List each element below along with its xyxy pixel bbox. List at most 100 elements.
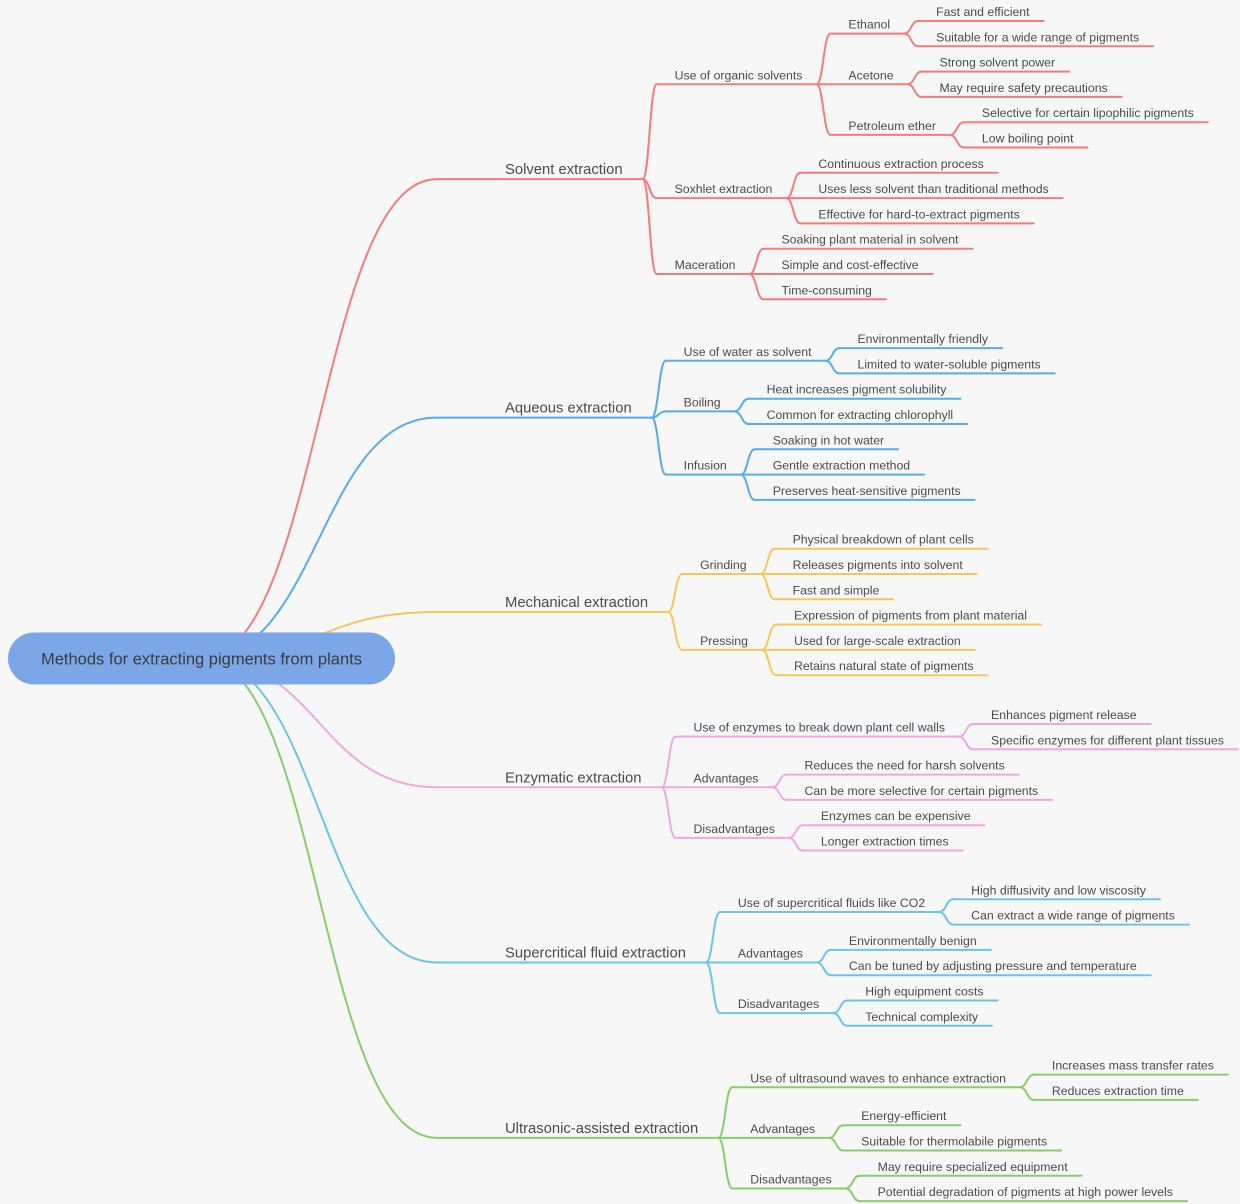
node-label[interactable]: Use of supercritical fluids like CO2 xyxy=(738,896,925,910)
branch-link xyxy=(667,573,684,613)
node-label[interactable]: Use of enzymes to break down plant cell … xyxy=(694,721,946,735)
node-label[interactable]: Can be tuned by adjusting pressure and t… xyxy=(849,959,1137,973)
node-underlines xyxy=(436,20,1239,1203)
node-label[interactable]: Supercritical fluid extraction xyxy=(505,946,686,962)
branch-link xyxy=(748,247,765,275)
node-label[interactable]: Grinding xyxy=(700,558,747,572)
node-label[interactable]: Ethanol xyxy=(848,18,890,32)
node-label[interactable]: Technical complexity xyxy=(865,1010,979,1024)
node-label[interactable]: Physical breakdown of plant cells xyxy=(793,533,974,547)
branch-link xyxy=(760,648,777,677)
node-label[interactable]: Petroleum ether xyxy=(848,119,936,133)
node-label[interactable]: Fast and simple xyxy=(793,583,880,597)
node-label[interactable]: Use of organic solvents xyxy=(675,68,803,82)
node-label[interactable]: Disadvantages xyxy=(694,822,775,836)
node-label[interactable]: Expression of pigments from plant materi… xyxy=(794,609,1027,623)
node-label[interactable]: Acetone xyxy=(848,68,893,82)
branch-link xyxy=(739,448,756,476)
node-label[interactable]: Ultrasonic-assisted extraction xyxy=(505,1121,698,1137)
node-label[interactable]: Disadvantages xyxy=(738,997,819,1011)
node-label[interactable]: May require specialized equipment xyxy=(878,1160,1069,1174)
branch-link xyxy=(785,197,802,225)
branch-link xyxy=(1018,1086,1035,1101)
node-label[interactable]: Disadvantages xyxy=(750,1172,831,1186)
node-label[interactable]: Strong solvent power xyxy=(940,56,1056,70)
node-label[interactable]: Pressing xyxy=(700,634,748,648)
branch-link xyxy=(748,273,765,301)
root-branch-link xyxy=(200,657,438,964)
node-label[interactable]: Time-consuming xyxy=(781,283,872,297)
node-label[interactable]: Advantages xyxy=(738,947,803,961)
node-label[interactable]: Selective for certain lipophilic pigment… xyxy=(982,106,1194,120)
node-label[interactable]: Advantages xyxy=(694,771,759,785)
branch-link xyxy=(759,547,776,575)
branch-link xyxy=(906,83,923,98)
branch-link xyxy=(832,999,849,1015)
branch-link xyxy=(903,32,920,48)
node-label[interactable]: Heat increases pigment solubility xyxy=(767,383,948,397)
node-label[interactable]: Preserves heat-sensitive pigments xyxy=(773,484,961,498)
node-label[interactable]: Soaking plant material in solvent xyxy=(781,233,959,247)
node-label[interactable]: Low boiling point xyxy=(982,132,1074,146)
node-label[interactable]: Environmentally benign xyxy=(849,934,977,948)
node-label[interactable]: Limited to water-soluble pigments xyxy=(857,357,1040,371)
node-label[interactable]: Continuous extraction process xyxy=(818,157,983,171)
node-label[interactable]: Boiling xyxy=(684,395,721,409)
node-label[interactable]: Specific enzymes for different plant tis… xyxy=(991,733,1224,747)
node-label[interactable]: Common for extracting chlorophyll xyxy=(767,408,954,422)
root-label: Methods for extracting pigments from pla… xyxy=(41,650,362,668)
node-label[interactable]: High equipment costs xyxy=(865,985,983,999)
node-label[interactable]: Used for large-scale extraction xyxy=(794,634,961,648)
branch-link xyxy=(641,178,658,275)
node-label[interactable]: Environmentally friendly xyxy=(857,332,988,346)
root-node[interactable] xyxy=(8,632,395,685)
node-label[interactable]: Advantages xyxy=(750,1122,815,1136)
branch-link xyxy=(760,623,777,651)
node-labels: Solvent extraction Use of organic solvent… xyxy=(505,5,1224,1199)
branch-link xyxy=(650,359,667,419)
node-label[interactable]: Longer extraction times xyxy=(821,835,949,849)
node-label[interactable]: May require safety precautions xyxy=(940,81,1108,95)
branch-link xyxy=(815,83,832,136)
branch-link xyxy=(828,1124,845,1139)
branch-link xyxy=(733,397,750,413)
node-label[interactable]: High diffusivity and low viscosity xyxy=(971,883,1147,897)
node-label[interactable]: Retains natural state of pigments xyxy=(794,659,974,673)
node-label[interactable]: Enzymes can be expensive xyxy=(821,809,971,823)
node-label[interactable]: Solvent extraction xyxy=(505,162,623,178)
node-label[interactable]: Maceration xyxy=(675,258,736,272)
node-label[interactable]: Suitable for thermolabile pigments xyxy=(861,1135,1047,1149)
node-label[interactable]: Enzymatic extraction xyxy=(505,770,642,786)
node-label[interactable]: Suitable for a wide range of pigments xyxy=(936,30,1139,44)
branch-link xyxy=(938,910,955,926)
node-label[interactable]: Releases pigments into solvent xyxy=(793,558,964,572)
branch-link xyxy=(704,961,721,1015)
node-label[interactable]: Gentle extraction method xyxy=(773,459,911,473)
root-branch-link xyxy=(200,416,438,660)
node-label[interactable]: Fast and efficient xyxy=(936,5,1030,19)
node-label[interactable]: Reduces extraction time xyxy=(1052,1084,1184,1098)
node-label[interactable]: Can extract a wide range of pigments xyxy=(971,909,1175,923)
node-label[interactable]: Uses less solvent than traditional metho… xyxy=(818,182,1048,196)
node-label[interactable]: Can be more selective for certain pigmen… xyxy=(804,784,1038,798)
node-label[interactable]: Aqueous extraction xyxy=(505,401,632,417)
node-label[interactable]: Mechanical extraction xyxy=(505,595,648,611)
node-label[interactable]: Enhances pigment release xyxy=(991,708,1137,722)
branch-link xyxy=(667,610,684,651)
branch-link xyxy=(903,20,920,35)
node-label[interactable]: Reduces the need for harsh solvents xyxy=(804,759,1004,773)
node-label[interactable]: Increases mass transfer rates xyxy=(1052,1059,1214,1073)
node-label[interactable]: Soaking in hot water xyxy=(773,433,884,447)
branch-link xyxy=(938,898,955,913)
node-label[interactable]: Effective for hard-to-extract pigments xyxy=(818,207,1019,221)
node-label[interactable]: Potential degradation of pigments at hig… xyxy=(878,1185,1173,1199)
node-label[interactable]: Use of water as solvent xyxy=(684,345,812,359)
node-label[interactable]: Soxhlet extraction xyxy=(675,182,773,196)
node-label[interactable]: Simple and cost-effective xyxy=(781,258,918,272)
branch-link xyxy=(958,735,975,751)
branch-link xyxy=(828,1136,845,1152)
branch-link xyxy=(704,910,721,964)
node-label[interactable]: Use of ultrasound waves to enhance extra… xyxy=(750,1071,1006,1085)
node-label[interactable]: Energy-efficient xyxy=(861,1109,947,1123)
node-label[interactable]: Infusion xyxy=(684,459,727,473)
